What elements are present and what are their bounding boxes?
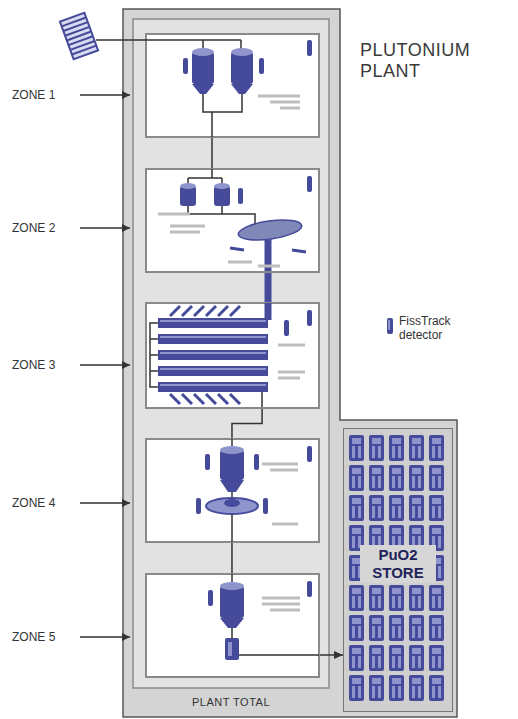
fisstrack-detector (263, 498, 268, 514)
vessel-top (231, 48, 253, 56)
zone-arrow (80, 502, 130, 504)
legend-text: FissTrack detector (399, 314, 461, 342)
text-holder: PuO2 STORE (344, 545, 452, 583)
fisstrack-detector (259, 58, 264, 74)
feed-spool (60, 13, 98, 59)
text-holder: PLANT TOTAL (122, 696, 340, 709)
text-holder: ZONE 2 (12, 221, 55, 235)
column-bar (158, 382, 268, 392)
vessel (220, 586, 244, 618)
text-holder: ZONE 3 (12, 358, 55, 372)
text-holder: PLUTONIUM PLANT (360, 40, 500, 81)
zone-label: ZONE 4 (12, 496, 55, 510)
fisstrack-detector (284, 320, 289, 336)
pipe-connector (231, 543, 233, 573)
vessel (220, 450, 244, 480)
zone-label: ZONE 1 (12, 88, 55, 102)
vessel-top (180, 183, 196, 189)
zone-label: ZONE 2 (12, 221, 55, 235)
pipe (96, 40, 242, 137)
legend-detector-icon (387, 318, 393, 334)
transfer-pipe (265, 303, 272, 320)
vessel (231, 52, 253, 84)
column-bar (158, 350, 268, 360)
legend-detector-highlight (388, 320, 390, 330)
vessel-top (220, 582, 244, 590)
vessel (192, 52, 214, 84)
text-holder: FissTrack detector (399, 314, 461, 342)
fisstrack-detector (205, 454, 210, 470)
spool-body (60, 13, 98, 59)
vessel-top (214, 183, 230, 189)
column-bar (158, 366, 268, 376)
fisstrack-detector (183, 58, 188, 74)
column-bar (158, 318, 268, 328)
pipe-connector (320, 654, 343, 656)
text-holder: ZONE 4 (12, 496, 55, 510)
text-holder: ZONE 5 (12, 630, 55, 644)
fisstrack-detector (307, 446, 312, 462)
vessel-top (220, 446, 244, 454)
pipe-connector (211, 138, 213, 168)
plant-outer-wall (123, 9, 457, 717)
calciner-hub (224, 499, 240, 507)
text-lines (158, 214, 280, 266)
fisstrack-detector (307, 581, 312, 597)
text-lines (278, 345, 305, 378)
text-lines (258, 96, 300, 108)
vessel-top (192, 48, 214, 56)
pipe (232, 574, 319, 655)
vessel-cone (231, 84, 253, 94)
vessel-cone (220, 618, 244, 628)
zone-label: ZONE 3 (12, 358, 55, 372)
calciner-wheel (206, 498, 258, 514)
fisstrack-detector (208, 590, 213, 606)
cooling-fins (170, 306, 240, 404)
fisstrack-detector (307, 176, 312, 192)
disc-marks (230, 248, 306, 252)
column-highlight (160, 321, 266, 385)
zone-arrow (80, 94, 130, 96)
fisstrack-detector (254, 454, 259, 470)
store-label: PuO2 STORE (360, 545, 436, 583)
pipe-connector (232, 409, 262, 438)
column-bar (158, 334, 268, 344)
fisstrack-detector (196, 498, 201, 514)
plant-inner-wall (133, 19, 329, 688)
vessel-cone (192, 84, 214, 94)
text-lines (262, 598, 300, 610)
product-can (225, 638, 239, 660)
fisstrack-detector (238, 188, 243, 204)
zone-label: ZONE 5 (12, 630, 55, 644)
diagram-title: PLUTONIUM PLANT (360, 40, 500, 81)
plant-total-label: PLANT TOTAL (122, 696, 340, 709)
fisstrack-detector (307, 40, 312, 56)
spool-winding (62, 17, 97, 54)
text-holder: ZONE 1 (12, 88, 55, 102)
can-highlight (228, 642, 232, 656)
zone-arrow (80, 364, 130, 366)
zone-arrow (80, 636, 130, 638)
text-lines (262, 464, 298, 524)
pipe (188, 169, 255, 224)
fisstrack-detector (307, 310, 312, 326)
pipe-connector (265, 273, 272, 302)
zone-arrow (80, 227, 130, 229)
canister-grid (348, 434, 448, 704)
vessel-cone (220, 480, 244, 492)
dissolver-disc (237, 217, 303, 244)
